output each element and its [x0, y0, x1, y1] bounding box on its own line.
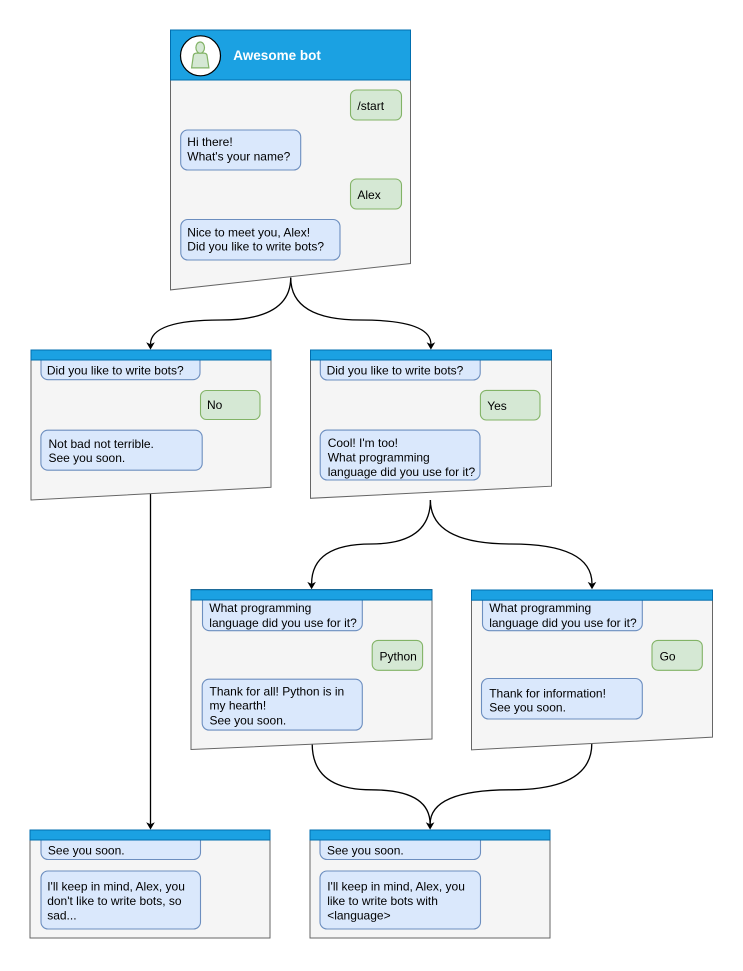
svg-text:See you soon.: See you soon. — [210, 713, 287, 727]
svg-text:Thank for all! Python is in: Thank for all! Python is in — [210, 684, 345, 698]
svg-text:Cool! I'm too!: Cool! I'm too! — [328, 436, 398, 450]
svg-text:Thank for information!: Thank for information! — [489, 686, 606, 700]
svg-text:Nice to meet you, Alex!: Nice to meet you, Alex! — [187, 225, 310, 239]
svg-text:Did you like to write bots?: Did you like to write bots? — [327, 364, 464, 378]
svg-text:What's your name?: What's your name? — [187, 149, 290, 163]
svg-text:What programming: What programming — [328, 451, 430, 465]
svg-text:Go: Go — [660, 649, 676, 663]
svg-text:/start: /start — [357, 99, 384, 113]
svg-text:See you soon.: See you soon. — [327, 844, 404, 858]
svg-text:Yes: Yes — [487, 399, 507, 413]
svg-text:language did you use for it?: language did you use for it? — [489, 616, 637, 630]
svg-text:See you soon.: See you soon. — [49, 451, 126, 465]
svg-text:Awesome bot: Awesome bot — [233, 48, 321, 63]
svg-text:What programming: What programming — [489, 601, 591, 615]
svg-text:See you soon.: See you soon. — [48, 844, 125, 858]
svg-text:like to write bots with: like to write bots with — [327, 894, 438, 908]
svg-text:Python: Python — [380, 649, 417, 663]
svg-text:See you soon.: See you soon. — [489, 701, 566, 715]
svg-text:don't like to write bots, so: don't like to write bots, so — [47, 894, 182, 908]
svg-text:What programming: What programming — [209, 601, 311, 615]
svg-text:Alex: Alex — [357, 188, 380, 202]
svg-text:Did you like to write bots?: Did you like to write bots? — [187, 240, 324, 254]
svg-text:Not bad not terrible.: Not bad not terrible. — [49, 437, 154, 451]
svg-text:language did you use for it?: language did you use for it? — [328, 465, 476, 479]
svg-text:I'll keep in mind, Alex, you: I'll keep in mind, Alex, you — [47, 879, 185, 893]
svg-text:I'll keep in mind, Alex, you: I'll keep in mind, Alex, you — [327, 879, 465, 893]
svg-text:Hi there!: Hi there! — [187, 135, 232, 149]
svg-text:No: No — [207, 398, 223, 412]
svg-text:Did you like to write bots?: Did you like to write bots? — [47, 364, 184, 378]
svg-text:sad...: sad... — [47, 909, 76, 923]
svg-text:<language>: <language> — [327, 909, 390, 923]
svg-text:my hearth!: my hearth! — [210, 699, 267, 713]
svg-text:language did you use for it?: language did you use for it? — [209, 616, 357, 630]
